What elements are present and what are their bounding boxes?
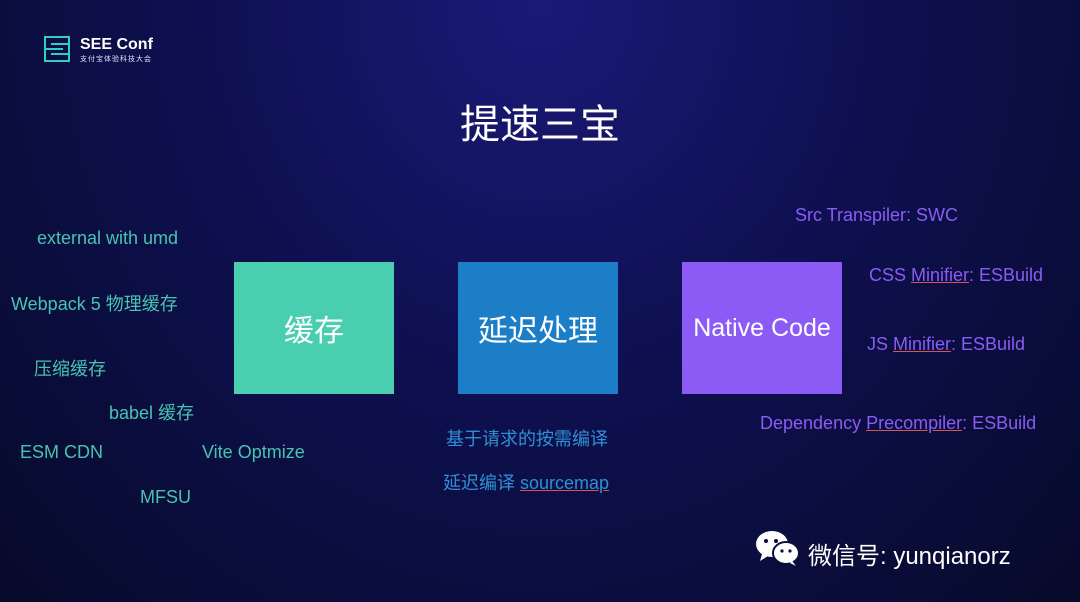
see-conf-logo-icon	[44, 36, 70, 62]
native-item-dependency: Dependency Precompiler: ESBuild	[760, 413, 1036, 434]
native-box-label: Native Code	[693, 313, 831, 342]
native-item-dep-prefix: Dependency	[760, 413, 867, 433]
cache-item-webpack: Webpack 5 物理缓存	[11, 294, 178, 314]
native-item-dep-suffix: : ESBuild	[962, 413, 1037, 433]
cache-box: 缓存	[234, 262, 394, 394]
native-item-js-prefix: JS	[867, 334, 894, 354]
cache-item-mfsu: MFSU	[140, 487, 191, 507]
native-code-box: Native Code	[682, 262, 842, 394]
lazy-item-sourcemap-prefix: 延迟编译	[443, 473, 521, 493]
cache-box-label: 缓存	[284, 315, 344, 348]
native-item-css-minifier: CSS Minifier: ESBuild	[869, 265, 1043, 286]
native-item-js-minifier: JS Minifier: ESBuild	[867, 334, 1025, 355]
native-item-js-suffix: : ESBuild	[951, 334, 1026, 354]
cache-item-babel: babel 缓存	[109, 403, 195, 423]
lazy-processing-box: 延迟处理	[458, 262, 618, 394]
cache-item-esm: ESM CDN	[20, 442, 104, 462]
native-item-css-prefix: CSS	[869, 265, 912, 285]
native-item-js-word: Minifier	[893, 334, 952, 354]
lazy-box-label: 延迟处理	[478, 315, 598, 348]
native-item-css-word: Minifier	[911, 265, 970, 285]
lazy-item-sourcemap-word: sourcemap	[520, 473, 610, 493]
wechat-icon	[756, 531, 800, 566]
wechat-watermark: 微信号: yunqianorz	[808, 543, 1011, 570]
native-item-src-transpiler: Src Transpiler: SWC	[795, 205, 959, 225]
logo-subtitle: 支付宝体验科技大会	[80, 56, 152, 63]
cache-item-external: external with umd	[37, 228, 179, 248]
cache-item-vite: Vite Optmize	[202, 442, 305, 462]
slide-title: 提速三宝	[460, 103, 620, 147]
lazy-item-on-demand: 基于请求的按需编译	[446, 429, 608, 449]
cache-item-compress: 压缩缓存	[34, 359, 106, 379]
native-item-dep-word: Precompiler	[866, 413, 963, 433]
lazy-item-sourcemap: 延迟编译 sourcemap	[443, 469, 609, 495]
logo-title: SEE Conf	[80, 36, 153, 53]
native-item-css-suffix: : ESBuild	[969, 265, 1044, 285]
